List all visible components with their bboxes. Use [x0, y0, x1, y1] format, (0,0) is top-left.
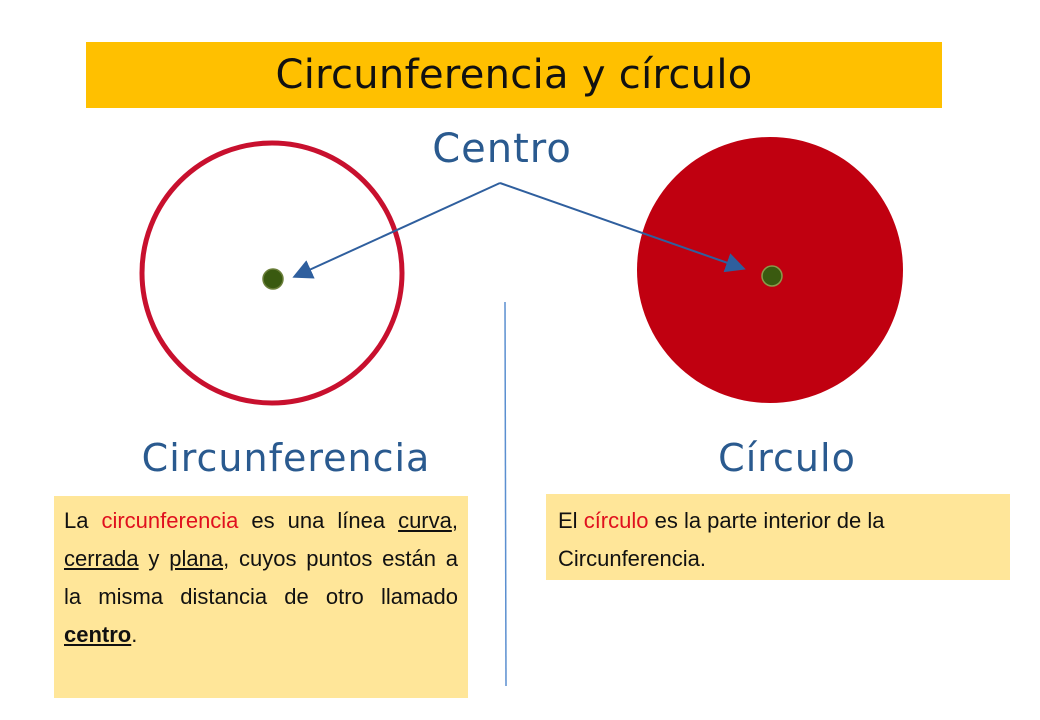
def-text: El [558, 508, 584, 533]
def-text: , [451, 508, 458, 533]
def-text: es la parte interior de la Circunferenci… [558, 508, 885, 571]
def-text: es una línea [238, 508, 399, 533]
circle-definition-box: El círculo es la parte interior de la Ci… [546, 494, 1010, 580]
arrow-to-circle-center [499, 182, 746, 273]
def-text: . [131, 622, 138, 647]
def-word-plana: plana [169, 546, 224, 571]
def-term-circunferencia: circunferencia [101, 508, 239, 533]
vertical-divider [504, 301, 507, 687]
def-word-cerrada: cerrada [64, 546, 139, 571]
def-word-curva: curva [398, 508, 452, 533]
arrow-to-circumference-center [292, 182, 501, 279]
def-text: La [64, 508, 102, 533]
def-term-circulo: círculo [583, 508, 649, 533]
label-circulo: Círculo [718, 436, 856, 480]
circumference-ring [139, 140, 405, 406]
circumference-definition-box: La circunferencia es una línea curva, ce… [54, 496, 468, 698]
circle-center-dot [761, 265, 783, 287]
def-text: y [138, 546, 170, 571]
title-banner: Circunferencia y círculo [86, 42, 942, 108]
label-circunferencia: Circunferencia [142, 436, 431, 480]
page-title: Circunferencia y círculo [275, 52, 753, 98]
def-text: , cuyos puntos están a la misma distanci… [64, 546, 458, 609]
circumference-center-dot [262, 268, 284, 290]
label-centro: Centro [432, 126, 572, 172]
def-word-centro: centro [64, 622, 132, 647]
